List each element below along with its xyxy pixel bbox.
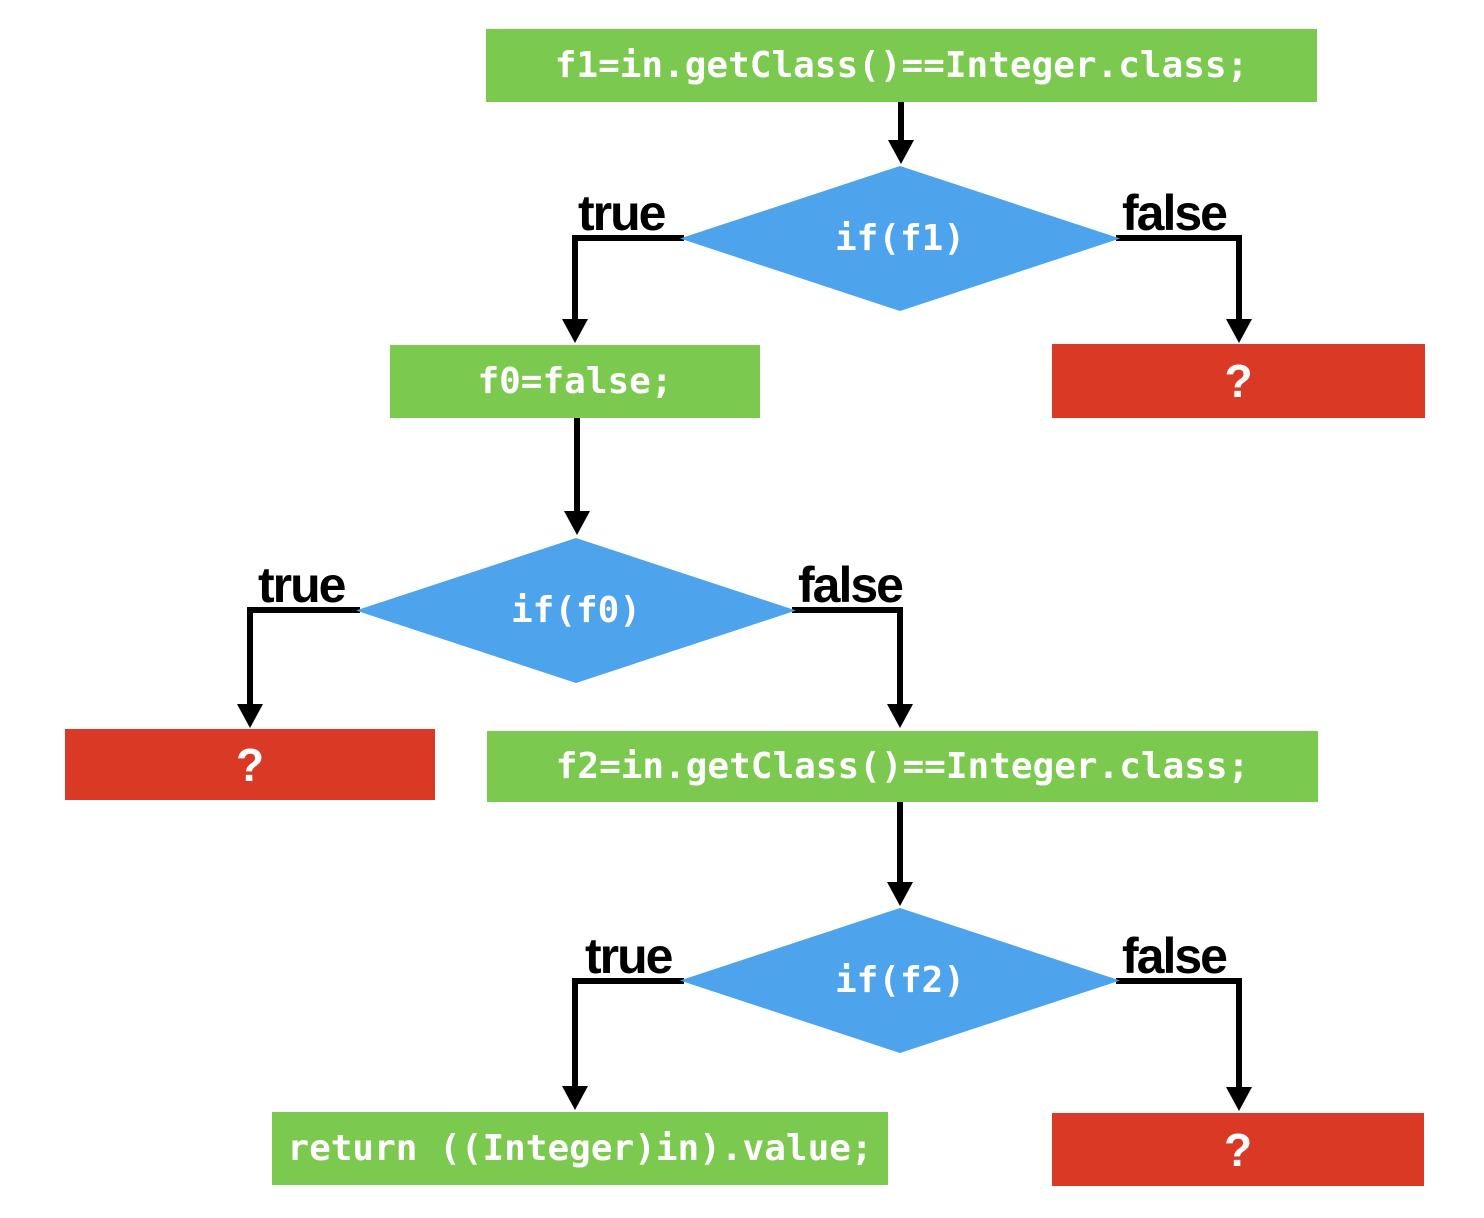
error-box-top-right: ?: [1052, 344, 1425, 418]
branch-label-f1-false: false: [1122, 185, 1228, 241]
stmt-f1-text: f1=in.getClass()==Integer.class;: [554, 45, 1249, 86]
arrowhead-if-f2-true: [562, 1086, 588, 1110]
arrowhead-if-f1-true: [562, 319, 588, 343]
edge-if-f2-true: [572, 978, 684, 1087]
if-f1-text: if(f1): [834, 218, 966, 259]
error-box-bottom-right: ?: [1052, 1113, 1424, 1186]
branch-label-f2-false: false: [1122, 928, 1228, 984]
arrowhead-stmt-f0-to-if-f0: [564, 511, 590, 535]
edge-if-f1-true: [572, 235, 684, 320]
if-f2-text: if(f2): [834, 960, 966, 1001]
stmt-f0-text: f0=false;: [477, 361, 673, 402]
edge-if-f1-false: [1116, 235, 1242, 320]
edge-if-f0-true: [247, 607, 360, 705]
arrowhead-if-f2-false: [1226, 1087, 1252, 1111]
branch-label-f0-true: true: [258, 557, 346, 613]
stmt-return-text: return ((Integer)in).value;: [287, 1128, 873, 1169]
arrowhead-stmt-f1-to-if-f1: [888, 140, 914, 164]
branch-label-f0-false: false: [798, 557, 904, 613]
stmt-f2-text: f2=in.getClass()==Integer.class;: [555, 746, 1250, 787]
edge-if-f2-false: [1116, 978, 1242, 1088]
arrowhead-if-f1-false: [1226, 319, 1252, 343]
process-box-stmt-f2: f2=in.getClass()==Integer.class;: [487, 731, 1318, 802]
arrowhead-if-f0-true: [237, 704, 263, 728]
branch-label-f1-true: true: [578, 185, 666, 241]
error-middle-left-text: ?: [235, 738, 265, 791]
edge-if-f0-false: [792, 607, 903, 705]
arrowhead-if-f0-false: [887, 704, 913, 728]
branch-label-f2-true: true: [585, 928, 673, 984]
process-box-stmt-f0: f0=false;: [390, 345, 760, 418]
process-box-stmt-return: return ((Integer)in).value;: [272, 1112, 888, 1185]
error-bottom-right-text: ?: [1223, 1123, 1253, 1176]
error-box-middle-left: ?: [65, 729, 435, 800]
process-box-stmt-f1: f1=in.getClass()==Integer.class;: [486, 29, 1317, 102]
arrowhead-stmt-f2-to-if-f2: [887, 882, 913, 906]
if-f0-text: if(f0): [510, 590, 642, 631]
error-top-right-text: ?: [1224, 355, 1253, 407]
